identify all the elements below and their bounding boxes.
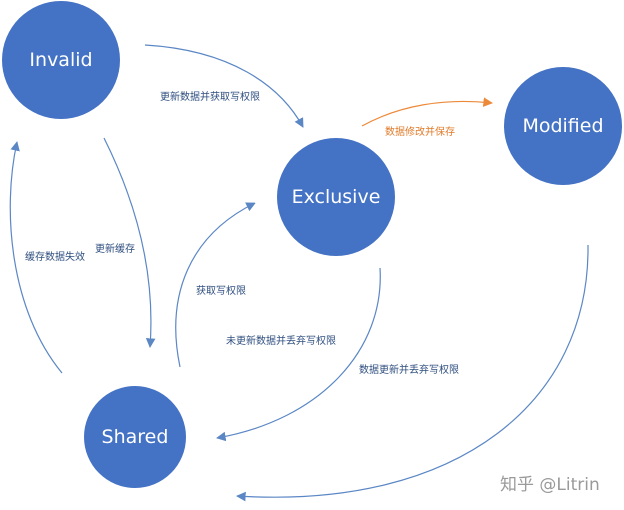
label-exclusive-to-shared: 未更新数据并丢弃写权限 xyxy=(226,334,336,347)
label-shared-to-exclusive: 获取写权限 xyxy=(196,284,246,297)
edge-invalid-to-shared xyxy=(103,137,156,348)
state-shared: Shared xyxy=(84,386,186,488)
state-invalid: Invalid xyxy=(2,1,120,119)
state-modified: Modified xyxy=(504,67,622,185)
state-exclusive-label: Exclusive xyxy=(292,186,381,208)
label-exclusive-to-modified: 数据修改并保存 xyxy=(385,125,455,138)
state-exclusive: Exclusive xyxy=(277,138,395,256)
label-invalid-to-exclusive: 更新数据并获取写权限 xyxy=(160,90,260,103)
edge-invalid-to-exclusive xyxy=(144,44,304,128)
edge-exclusive-to-shared xyxy=(216,267,381,442)
watermark: 知乎 @Litrin xyxy=(500,475,600,495)
label-shared-to-invalid: 缓存数据失效 xyxy=(25,250,85,263)
label-modified-to-shared: 数据更新并丢弃写权限 xyxy=(359,363,459,376)
state-shared-label: Shared xyxy=(102,426,169,448)
edge-shared-to-exclusive xyxy=(175,202,256,368)
edge-exclusive-to-modified xyxy=(361,97,493,127)
state-invalid-label: Invalid xyxy=(29,49,92,71)
state-modified-label: Modified xyxy=(522,115,603,137)
edge-modified-to-shared xyxy=(236,244,589,502)
edge-shared-to-invalid xyxy=(9,141,63,374)
label-invalid-to-shared: 更新缓存 xyxy=(95,242,135,255)
